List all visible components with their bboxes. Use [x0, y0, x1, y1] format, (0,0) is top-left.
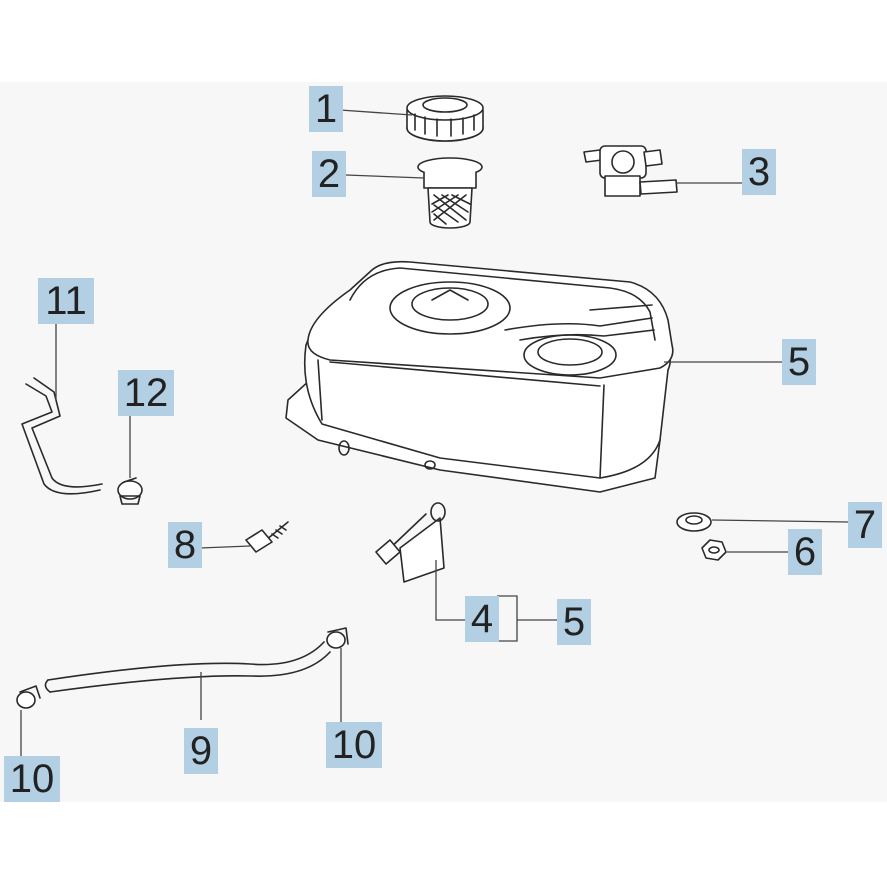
bolt-part	[245, 521, 289, 553]
callout-9: 9	[184, 728, 218, 774]
callout-11: 11	[38, 278, 94, 324]
hose-clip-part	[117, 477, 143, 505]
callout-10-right: 10	[326, 722, 382, 768]
fuel-cap-part	[406, 95, 484, 142]
callout-2: 2	[312, 151, 346, 197]
callout-5-gauge: 5	[557, 599, 591, 645]
fuel-hose-part	[44, 641, 331, 693]
callout-8: 8	[168, 522, 202, 568]
callout-5-tank: 5	[782, 339, 816, 385]
callout-3: 3	[742, 149, 776, 195]
callout-4: 4	[465, 596, 499, 642]
fuel-valve-part	[583, 145, 678, 197]
callout-12: 12	[118, 370, 174, 416]
fuel-tank-part	[285, 260, 674, 493]
callout-1: 1	[309, 86, 343, 132]
hose-clamp-right-part	[326, 627, 349, 649]
grommet-part	[676, 512, 712, 532]
leader-lines	[20, 109, 849, 758]
fuel-gauge-part	[375, 502, 446, 583]
callout-7: 7	[848, 502, 882, 548]
nut-part	[701, 539, 727, 561]
callout-6: 6	[788, 529, 822, 575]
hose-clamp-left-part	[16, 685, 41, 709]
fuel-strainer-part	[417, 157, 483, 229]
callout-10-left: 10	[4, 756, 60, 802]
breather-hose-part	[21, 377, 103, 495]
